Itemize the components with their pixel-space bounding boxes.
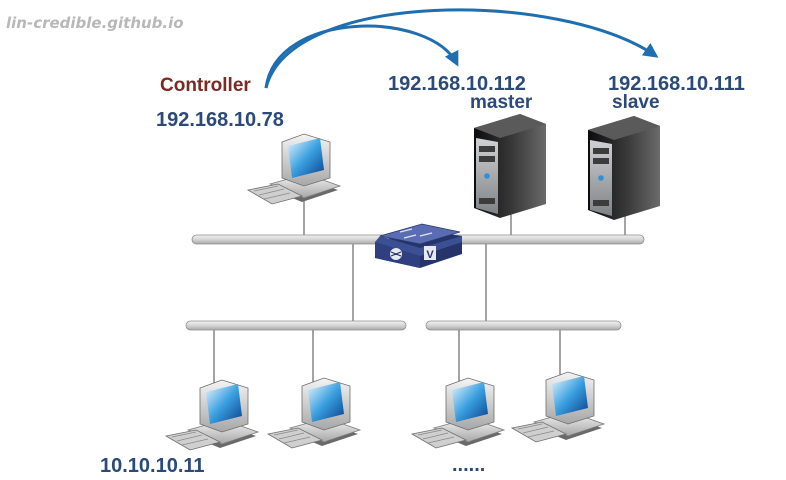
arrow-to-master: [264, 24, 459, 89]
switch-icon: [375, 223, 462, 268]
slave-server-icon: [588, 116, 660, 220]
controller-workstation-icon: [247, 133, 341, 205]
host-workstation-icon-2: [267, 377, 361, 449]
host-ip: 10.10.10.11: [100, 455, 205, 477]
slave-ip: 192.168.10.111: [608, 73, 745, 95]
arrow-to-slave: [264, 8, 659, 89]
master-role: master: [470, 92, 533, 113]
switch-badge: V: [426, 249, 434, 261]
slave-role: slave: [612, 92, 660, 113]
host-workstation-icon-1: [165, 379, 259, 451]
host-workstation-icon-4: [511, 371, 605, 443]
watermark: lin-credible.github.io: [6, 14, 184, 32]
controller-ip: 192.168.10.78: [156, 109, 284, 131]
controller-title: Controller: [160, 75, 251, 96]
host-workstation-icon-3: [411, 377, 505, 449]
master-ip: 192.168.10.112: [388, 73, 526, 95]
right-subnet-bus: [425, 320, 622, 331]
master-server-icon: [474, 114, 546, 218]
left-subnet-bus: [185, 320, 407, 331]
connector-lines: [213, 196, 626, 384]
more-hosts-ellipsis: ......: [452, 454, 486, 476]
